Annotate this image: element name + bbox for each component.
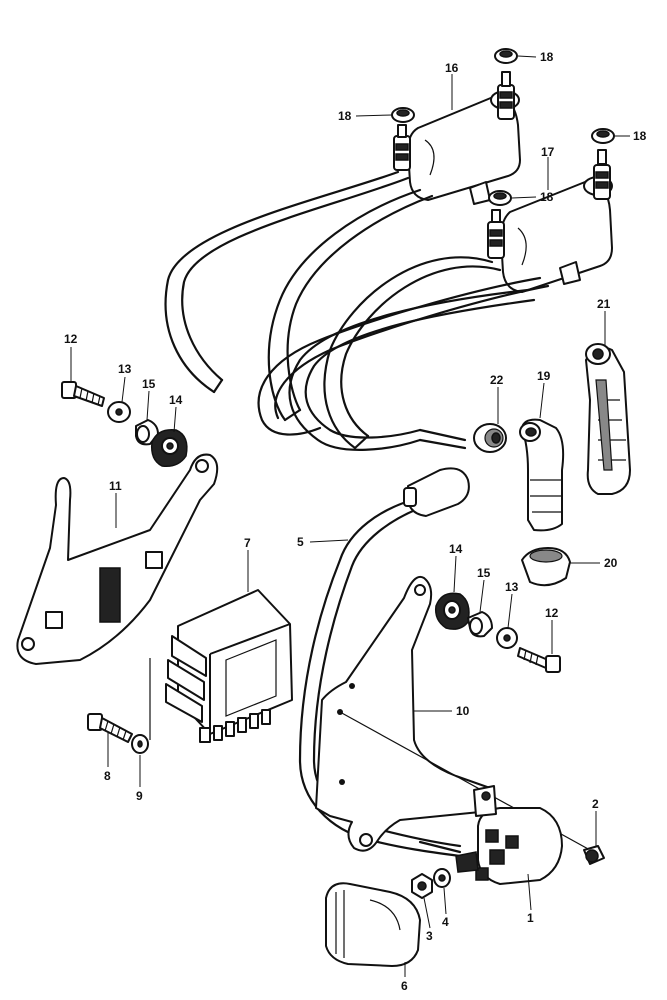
callout-19: 19 xyxy=(537,369,551,383)
lead-wire-5 xyxy=(298,467,470,858)
nut-18-right xyxy=(591,128,615,144)
callout-16: 16 xyxy=(445,61,459,75)
callout-7: 7 xyxy=(244,536,251,550)
bolt-12-upper xyxy=(61,381,105,407)
callout-8: 8 xyxy=(104,769,111,783)
plug-cap-19 xyxy=(519,418,565,532)
rubber-14-lower xyxy=(434,592,470,630)
callout-11: 11 xyxy=(109,479,122,493)
callout-labels: 18 16 18 17 18 18 21 22 19 20 12 13 15 1… xyxy=(64,50,647,993)
nut-18-left xyxy=(391,107,415,123)
callout-18-mid: 18 xyxy=(540,190,554,204)
callout-20: 20 xyxy=(604,556,618,570)
nut-18-mid xyxy=(488,190,512,206)
bracket-11 xyxy=(16,453,219,665)
callout-10: 10 xyxy=(456,704,470,718)
washer-13-lower xyxy=(496,627,518,649)
plug-cap-21 xyxy=(585,343,631,495)
callout-4: 4 xyxy=(442,915,449,929)
callout-22: 22 xyxy=(490,373,504,387)
callout-15-upper: 15 xyxy=(142,377,156,391)
high-tension-leads xyxy=(164,170,550,451)
nut-3 xyxy=(411,873,433,899)
nut-18-top xyxy=(494,48,518,64)
plug-cap-22 xyxy=(473,423,507,453)
callout-17: 17 xyxy=(541,145,555,159)
ignition-coil-17 xyxy=(487,149,613,293)
washer-13-upper xyxy=(107,401,131,423)
bolt-12-lower xyxy=(517,647,561,673)
callout-12-lower: 12 xyxy=(545,606,559,620)
callout-14-upper: 14 xyxy=(169,393,183,407)
callout-5: 5 xyxy=(297,535,304,549)
callout-21: 21 xyxy=(597,297,611,311)
rubber-14-upper xyxy=(150,429,188,468)
cap-2 xyxy=(583,845,605,865)
callout-1: 1 xyxy=(527,911,534,925)
callout-12-upper: 12 xyxy=(64,332,78,346)
callout-3: 3 xyxy=(426,929,433,943)
regulator-rectifier-7 xyxy=(149,589,293,743)
ignition-coil-16 xyxy=(393,71,521,205)
bolt-8 xyxy=(87,713,133,743)
washer-9 xyxy=(131,734,149,754)
collar-15-lower xyxy=(467,611,493,638)
leader-lines xyxy=(70,55,630,977)
callout-13-upper: 13 xyxy=(118,362,132,376)
starter-relay-1 xyxy=(418,785,563,885)
callout-18-right: 18 xyxy=(633,129,647,143)
callout-9: 9 xyxy=(136,789,143,803)
callout-2: 2 xyxy=(592,797,599,811)
callout-6: 6 xyxy=(401,979,408,993)
callout-18-top: 18 xyxy=(540,50,554,64)
callout-18-left: 18 xyxy=(338,109,352,123)
plug-cover-20 xyxy=(521,547,571,587)
relay-cover-6 xyxy=(325,882,421,967)
callout-15-lower: 15 xyxy=(477,566,491,580)
callout-13-lower: 13 xyxy=(505,580,519,594)
washer-4 xyxy=(433,868,451,888)
callout-14-lower: 14 xyxy=(449,542,463,556)
